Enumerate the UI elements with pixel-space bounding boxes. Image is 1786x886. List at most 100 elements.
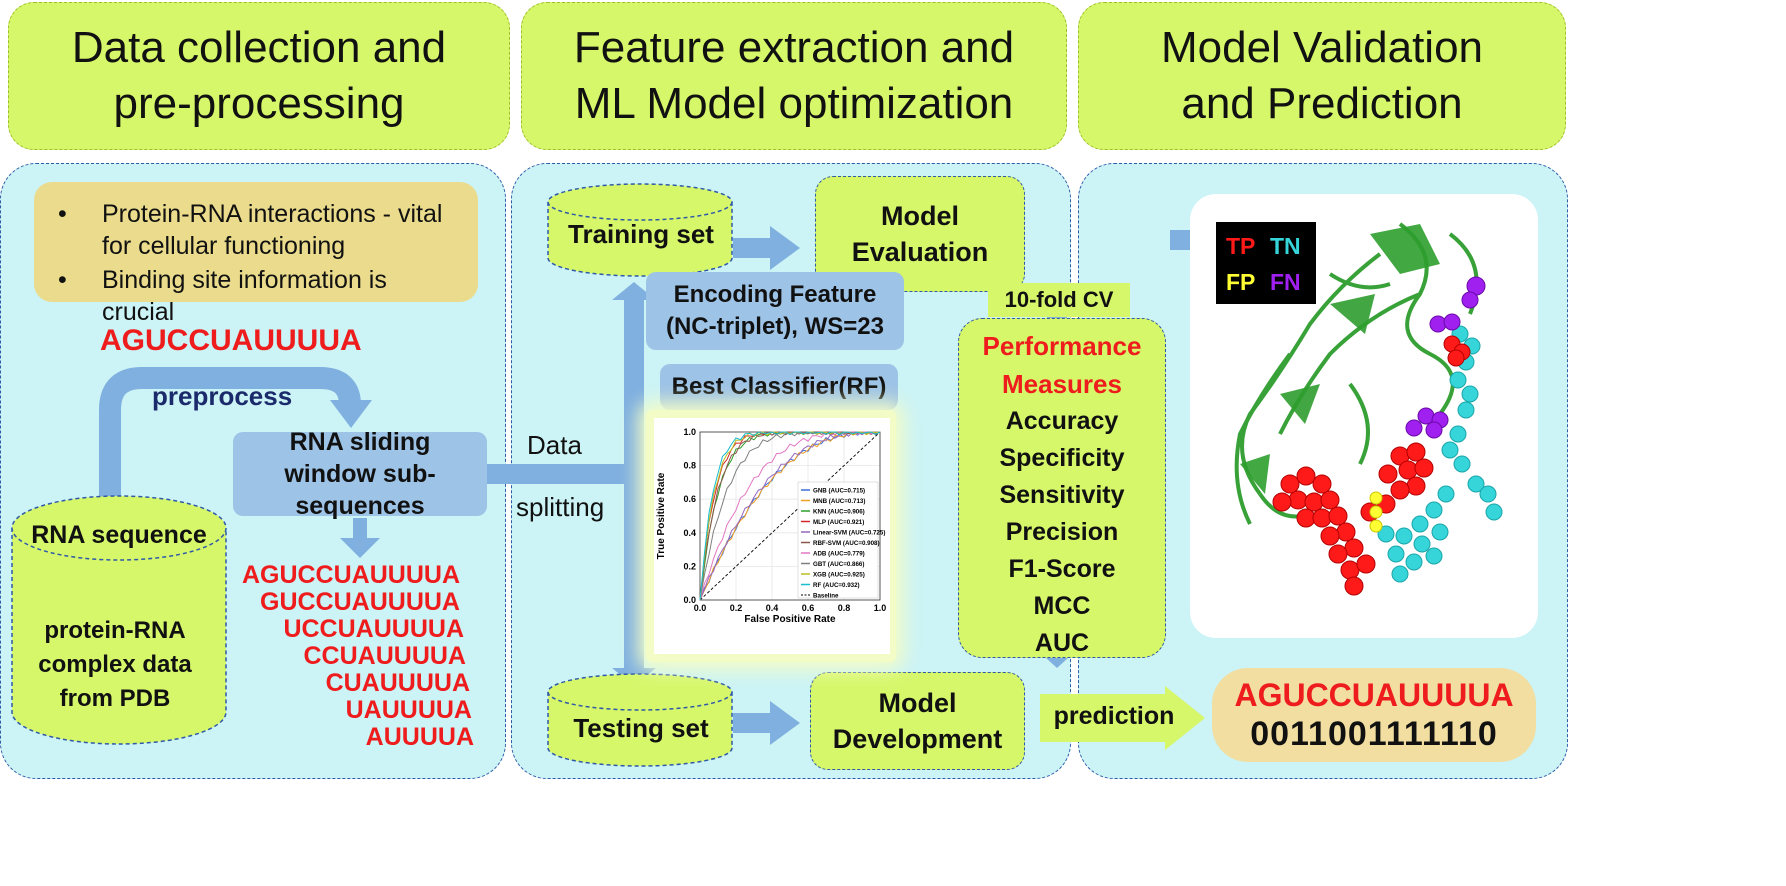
bullet-item-2: • Binding site information is crucial [58,264,464,328]
subsequence-item: UCCUAUUUUA [283,615,464,643]
sliding-window-text: RNA sliding window sub-sequences [284,428,436,520]
result-labels: 0011001111110 [1250,715,1498,753]
legend-entry: MLP (AUC=0.921) [813,519,864,526]
measure-item: F1-Score [1008,555,1116,583]
measure-item: Precision [1005,518,1119,546]
legend-entry-baseline: Baseline [813,593,839,600]
bullet-text-1: Protein-RNA interactions - vital for cel… [102,200,443,260]
best-classifier-text: Best Classifier(RF) [671,373,887,400]
legend-entry: Linear-SVM (AUC=0.725) [813,530,885,537]
testing-set-label: Testing set [573,712,709,743]
measure-item: Specificity [999,444,1125,472]
arrow-test-dev-head [770,701,800,745]
roc-curve-series [699,431,881,601]
legend-entry: XGB (AUC=0.925) [813,572,865,579]
subsequence-item: CUAUUUUA [325,669,470,697]
encoding-feature-box: Encoding Feature (NC-triplet), WS=23 [646,272,904,350]
structure-legend: TP TN FP FN [1216,222,1316,304]
x-tick-label: 0.2 [730,603,743,613]
bullet-dot-icon: • [58,200,67,228]
performance-measures-box: Performance Measures Accuracy Specificit… [958,318,1166,658]
legend-fp: FP [1226,269,1256,295]
x-tick-label: 0.8 [838,603,851,613]
model-development-text: Model Development [832,688,1003,754]
cv-label-text: 10-fold CV [1004,287,1114,312]
cv-label-box: 10-fold CV [988,283,1130,317]
preprocess-label: preprocess [152,381,293,411]
measure-item: MCC [1033,592,1091,620]
roc-curve-series [699,431,881,601]
arrow-window-to-split [484,464,634,484]
bullet-dot-icon: • [58,266,67,294]
header-feature-extraction: Feature extraction and ML Model optimiza… [521,2,1067,150]
training-set-cylinder [547,183,733,277]
baseline-line [699,431,881,601]
y-tick-label: 0.8 [683,461,696,471]
header-data-collection-text: Data collection and pre-processing [71,23,447,128]
testing-set-cylinder [547,673,733,767]
header-model-validation-text: Model Validation and Prediction [1160,23,1484,128]
bullet-text-2: Binding site information is crucial [102,266,387,326]
data-splitting-label-splitting: splitting [516,492,605,522]
legend-entry: ADB (AUC=0.779) [813,551,865,558]
arrow-window-head [340,538,380,558]
arrow-test-dev-shaft [733,713,773,733]
legend-tn: TN [1270,233,1301,259]
subsequence-item: GUCCUAUUUUA [260,588,460,616]
sliding-window-box: RNA sliding window sub-sequences [233,428,487,520]
measure-item: Accuracy [1005,407,1119,435]
subsequence-item: AGUCCUAUUUUA [241,561,460,589]
legend-tp: TP [1226,233,1256,259]
measure-item: Sensitivity [999,481,1125,509]
model-development-box: Model Development [810,672,1025,770]
prediction-arrow [1040,686,1205,750]
data-splitting-label-data: Data [527,430,582,460]
legend-box [797,481,879,599]
header-model-validation: Model Validation and Prediction [1078,2,1566,150]
x-tick-label: 0.0 [694,603,707,613]
best-classifier-box: Best Classifier(RF) [660,364,898,410]
arrow-train-eval-head [770,226,800,270]
legend-entry: KNN (AUC=0.906) [813,509,865,516]
rna-sequence-cylinder [11,495,227,745]
y-tick-label: 0.0 [683,595,696,605]
x-tick-label: 1.0 [874,603,887,613]
subsequence-item: CCUAUUUUA [303,642,467,670]
header-feature-extraction-text: Feature extraction and ML Model optimiza… [573,23,1015,128]
complex-data-label: protein-RNA complex data from PDB [38,617,192,712]
prediction-result-box: AGUCCUAUUUUA 0011001111110 [1212,668,1536,762]
arrow-preprocess-curve [99,367,361,500]
legend-fn: FN [1270,269,1301,295]
model-evaluation-text: Model Evaluation [851,201,989,267]
prediction-label: prediction [1053,701,1175,730]
y-axis-label: True Positive Rate [656,472,667,559]
subsequence-list: AGUCCUAUUUUA GUCCUAUUUUA UCCUAUUUUA CCUA… [200,562,476,751]
structure-image-frame [1190,194,1538,638]
encoding-feature-text: Encoding Feature (NC-triplet), WS=23 [665,281,884,340]
legend-entry: MNB (AUC=0.713) [813,498,865,505]
legend-entry: RBF-SVM (AUC=0.908) [813,540,880,547]
x-tick-label: 0.6 [802,603,815,613]
x-axis-label: False Positive Rate [744,614,836,625]
training-set-label: Training set [568,218,714,249]
arrow-preprocess-head [330,400,372,428]
performance-title: Performance Measures [982,331,1142,399]
arrow-window-shaft [353,518,367,540]
arrow-train-eval-shaft [733,238,773,258]
legend-entry: GNB (AUC=0.715) [813,488,865,495]
arrow-split-vertical [624,298,644,670]
info-box: • Protein-RNA interactions - vital for c… [34,182,478,326]
legend-entry: GBT (AUC=0.866) [813,561,864,568]
bullet-item-1: • Protein-RNA interactions - vital for c… [58,198,464,262]
y-tick-label: 0.6 [683,494,696,504]
measure-item: AUC [1034,629,1090,657]
protein-rna-structure-image [1234,222,1503,596]
y-tick-label: 0.4 [683,528,696,538]
rna-sequence-label: RNA sequence [31,520,207,549]
input-sequence: AGUCCUAUUUUA [100,324,362,357]
header-data-collection: Data collection and pre-processing [8,2,510,150]
subsequence-item: AUUUUA [365,723,474,751]
x-tick-label: 0.4 [766,603,779,613]
legend-entry: RF (AUC=0.932) [813,582,860,589]
